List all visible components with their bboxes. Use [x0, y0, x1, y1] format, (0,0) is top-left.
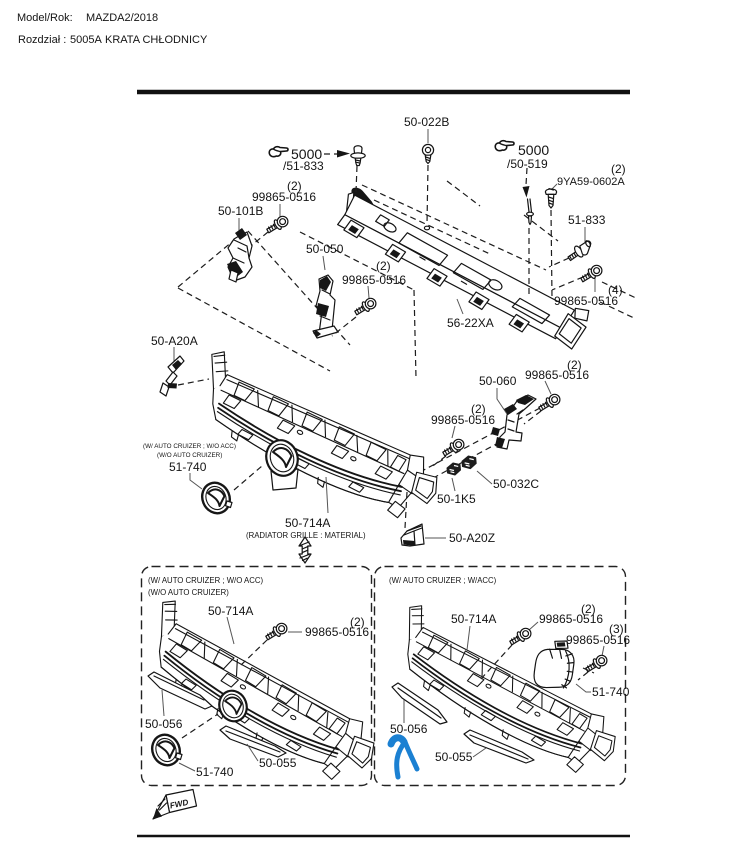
svg-text:50-101B: 50-101B	[218, 204, 263, 218]
svg-text:51-740: 51-740	[169, 460, 207, 474]
svg-text:(2): (2)	[611, 162, 626, 176]
svg-text:MAZDA2/2018: MAZDA2/2018	[86, 12, 158, 24]
svg-text:(W/ AUTO CRUIZER ; W/O ACC): (W/ AUTO CRUIZER ; W/O ACC)	[143, 443, 236, 450]
svg-text:(W/O AUTO CRUIZER): (W/O AUTO CRUIZER)	[157, 452, 222, 459]
svg-text:99865-0516: 99865-0516	[305, 625, 369, 639]
svg-text:50-714A: 50-714A	[208, 604, 253, 618]
svg-text:(RADIATOR GRILLE : MATERIAL): (RADIATOR GRILLE : MATERIAL)	[246, 531, 366, 540]
svg-text:50-056: 50-056	[145, 717, 183, 731]
svg-text:(2): (2)	[567, 358, 582, 372]
svg-text:99865-0516: 99865-0516	[554, 294, 618, 308]
svg-text:51-833: 51-833	[568, 213, 606, 227]
svg-text:(2): (2)	[287, 179, 302, 193]
svg-text:56-22XA: 56-22XA	[447, 316, 494, 330]
svg-text:50-A20Z: 50-A20Z	[449, 531, 495, 545]
svg-text:99865-0516: 99865-0516	[252, 190, 316, 204]
svg-text:99865-0516: 99865-0516	[566, 633, 630, 647]
svg-text:Rozdział :: Rozdział :	[18, 34, 66, 46]
svg-text:5000: 5000	[291, 146, 322, 162]
svg-text:(3): (3)	[609, 622, 624, 636]
svg-text:50-032C: 50-032C	[493, 477, 539, 491]
svg-text:50-022B: 50-022B	[404, 115, 449, 129]
svg-text:(4): (4)	[608, 283, 623, 297]
svg-text:50-060: 50-060	[479, 374, 517, 388]
svg-text:(2): (2)	[376, 259, 391, 273]
svg-text:99865-0516: 99865-0516	[431, 413, 495, 427]
svg-text:(W/ AUTO CRUIZER ; W/O ACC): (W/ AUTO CRUIZER ; W/O ACC)	[148, 576, 263, 585]
svg-text:/51-833: /51-833	[283, 159, 324, 173]
svg-text:50-055: 50-055	[259, 756, 297, 770]
svg-text:51-740: 51-740	[196, 765, 234, 779]
svg-text:51-740: 51-740	[592, 685, 630, 699]
svg-text:50-714A: 50-714A	[451, 612, 496, 626]
svg-text:(2): (2)	[471, 402, 486, 416]
svg-text:99865-0516: 99865-0516	[525, 368, 589, 382]
svg-text:99865-0516: 99865-0516	[539, 612, 603, 626]
svg-text:/50-519: /50-519	[507, 157, 548, 171]
svg-text:50-055: 50-055	[435, 750, 473, 764]
svg-text:99865-0516: 99865-0516	[342, 273, 406, 287]
svg-text:9YA59-0602A: 9YA59-0602A	[557, 176, 625, 188]
svg-text:(2): (2)	[350, 615, 365, 629]
svg-text:5000: 5000	[518, 142, 549, 158]
svg-text:(2): (2)	[581, 602, 596, 616]
svg-text:(W/O AUTO CRUIZER): (W/O AUTO CRUIZER)	[148, 588, 229, 597]
svg-text:50-1K5: 50-1K5	[437, 492, 476, 506]
svg-text:(W/ AUTO CRUIZER ; W/ACC): (W/ AUTO CRUIZER ; W/ACC)	[389, 576, 497, 585]
svg-text:50-714A: 50-714A	[285, 516, 330, 530]
svg-text:50-050: 50-050	[306, 242, 344, 256]
svg-text:5005A: 5005A	[70, 34, 102, 46]
svg-text:50-056: 50-056	[390, 722, 428, 736]
svg-text:50-A20A: 50-A20A	[151, 334, 198, 348]
svg-text:FWD: FWD	[169, 798, 189, 811]
svg-text:KRATA CHŁODNICY: KRATA CHŁODNICY	[105, 34, 208, 46]
svg-text:Model/Rok:: Model/Rok:	[17, 12, 73, 24]
